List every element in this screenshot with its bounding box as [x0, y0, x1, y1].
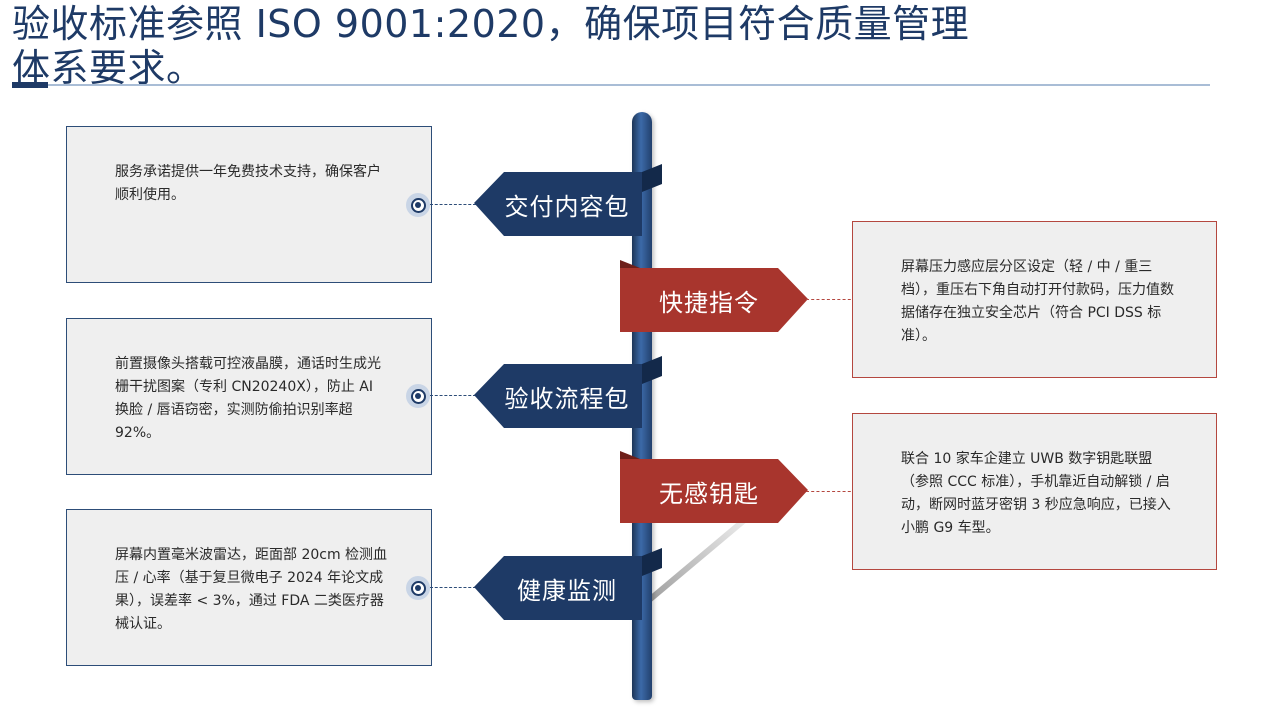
health-monitoring-tag[interactable]: 健康监测 [474, 548, 662, 620]
acceptance-process-tag[interactable]: 验收流程包 [474, 356, 662, 428]
title-divider-accent [12, 82, 48, 88]
health-monitoring-text: 屏幕内置毫米波雷达，距面部 20cm 检测血压 / 心率（基于复旦微电子 202… [115, 547, 388, 632]
health-monitoring-box: 屏幕内置毫米波雷达，距面部 20cm 检测血压 / 心率（基于复旦微电子 202… [66, 509, 432, 666]
flag-right-red-icon [620, 451, 808, 523]
health-monitoring-connector [430, 587, 476, 588]
acceptance-process-connector [430, 395, 476, 396]
quick-command-label: 快捷指令 [659, 288, 759, 317]
delivery-package-text: 服务承诺提供一年免费技术支持，确保客户顺利使用。 [115, 164, 381, 203]
delivery-package-dot-icon [406, 193, 430, 217]
quick-command-tag[interactable]: 快捷指令 [620, 260, 808, 332]
keyless-entry-connector [806, 491, 856, 492]
flag-left-blue-icon [474, 164, 662, 236]
quick-command-box: 屏幕压力感应层分区设定（轻 / 中 / 重三档），重压右下角自动打开付款码，压力… [852, 221, 1217, 378]
title-divider [12, 84, 1210, 86]
acceptance-process-dot-icon [406, 384, 430, 408]
acceptance-process-label: 验收流程包 [504, 384, 630, 413]
flag-left-blue-icon [474, 356, 662, 428]
keyless-entry-text: 联合 10 家车企建立 UWB 数字钥匙联盟（参照 CCC 标准），手机靠近自动… [901, 451, 1171, 536]
health-monitoring-dot-icon [406, 576, 430, 600]
keyless-entry-tag[interactable]: 无感钥匙 [620, 451, 808, 523]
delivery-package-box: 服务承诺提供一年免费技术支持，确保客户顺利使用。 [66, 126, 432, 283]
delivery-package-connector [430, 204, 476, 205]
delivery-package-tag[interactable]: 交付内容包 [474, 164, 662, 236]
keyless-entry-label: 无感钥匙 [659, 479, 759, 508]
flag-left-blue-icon [474, 548, 662, 620]
quick-command-connector [806, 299, 856, 300]
acceptance-process-box: 前置摄像头搭载可控液晶膜，通话时生成光栅干扰图案（专利 CN20240X），防止… [66, 318, 432, 475]
delivery-package-label: 交付内容包 [504, 192, 630, 221]
acceptance-process-text: 前置摄像头搭载可控液晶膜，通话时生成光栅干扰图案（专利 CN20240X），防止… [115, 356, 381, 441]
page-title: 验收标准参照 ISO 9001:2020，确保项目符合质量管理体系要求。 [12, 2, 970, 90]
flag-right-red-icon [620, 260, 808, 332]
quick-command-text: 屏幕压力感应层分区设定（轻 / 中 / 重三档），重压右下角自动打开付款码，压力… [901, 259, 1174, 344]
health-monitoring-label: 健康监测 [517, 576, 617, 605]
keyless-entry-box: 联合 10 家车企建立 UWB 数字钥匙联盟（参照 CCC 标准），手机靠近自动… [852, 413, 1217, 570]
